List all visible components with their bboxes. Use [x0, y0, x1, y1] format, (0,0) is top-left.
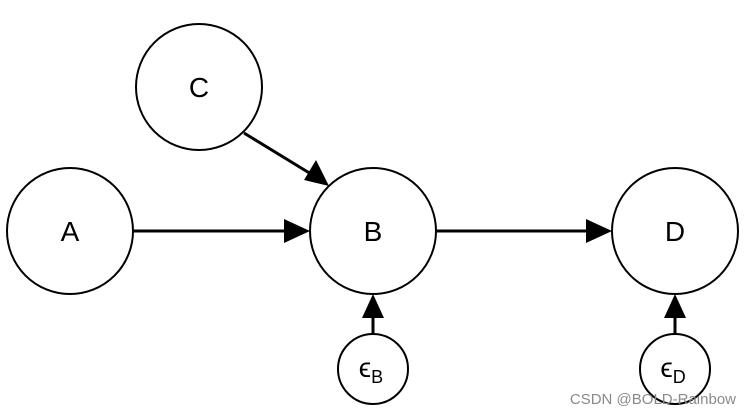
- edge-eps-b-to-b: [362, 294, 384, 334]
- edge-c-to-b: [243, 131, 329, 186]
- node-c: C: [135, 23, 263, 151]
- node-c-label: C: [189, 72, 209, 103]
- node-epsilon-b-label: ϵB: [359, 352, 383, 387]
- node-d: D: [611, 167, 739, 295]
- node-a-label: A: [61, 216, 80, 247]
- edge-a-to-b: [134, 219, 310, 243]
- epsilon-symbol: ϵ: [660, 352, 672, 383]
- edge-eps-d-to-d: [664, 294, 686, 334]
- node-epsilon-b: ϵB: [337, 333, 409, 405]
- node-epsilon-d: ϵD: [639, 333, 711, 405]
- epsilon-symbol: ϵ: [359, 352, 371, 383]
- epsilon-subscript: D: [673, 367, 686, 387]
- edge-b-to-d: [437, 219, 612, 243]
- node-d-label: D: [665, 216, 685, 247]
- node-epsilon-d-label: ϵD: [660, 352, 685, 387]
- epsilon-subscript: B: [371, 367, 383, 387]
- node-b: B: [309, 167, 437, 295]
- node-b-label: B: [364, 216, 383, 247]
- node-a: A: [6, 167, 134, 295]
- watermark: CSDN @BOLD-Rainbow: [569, 391, 736, 408]
